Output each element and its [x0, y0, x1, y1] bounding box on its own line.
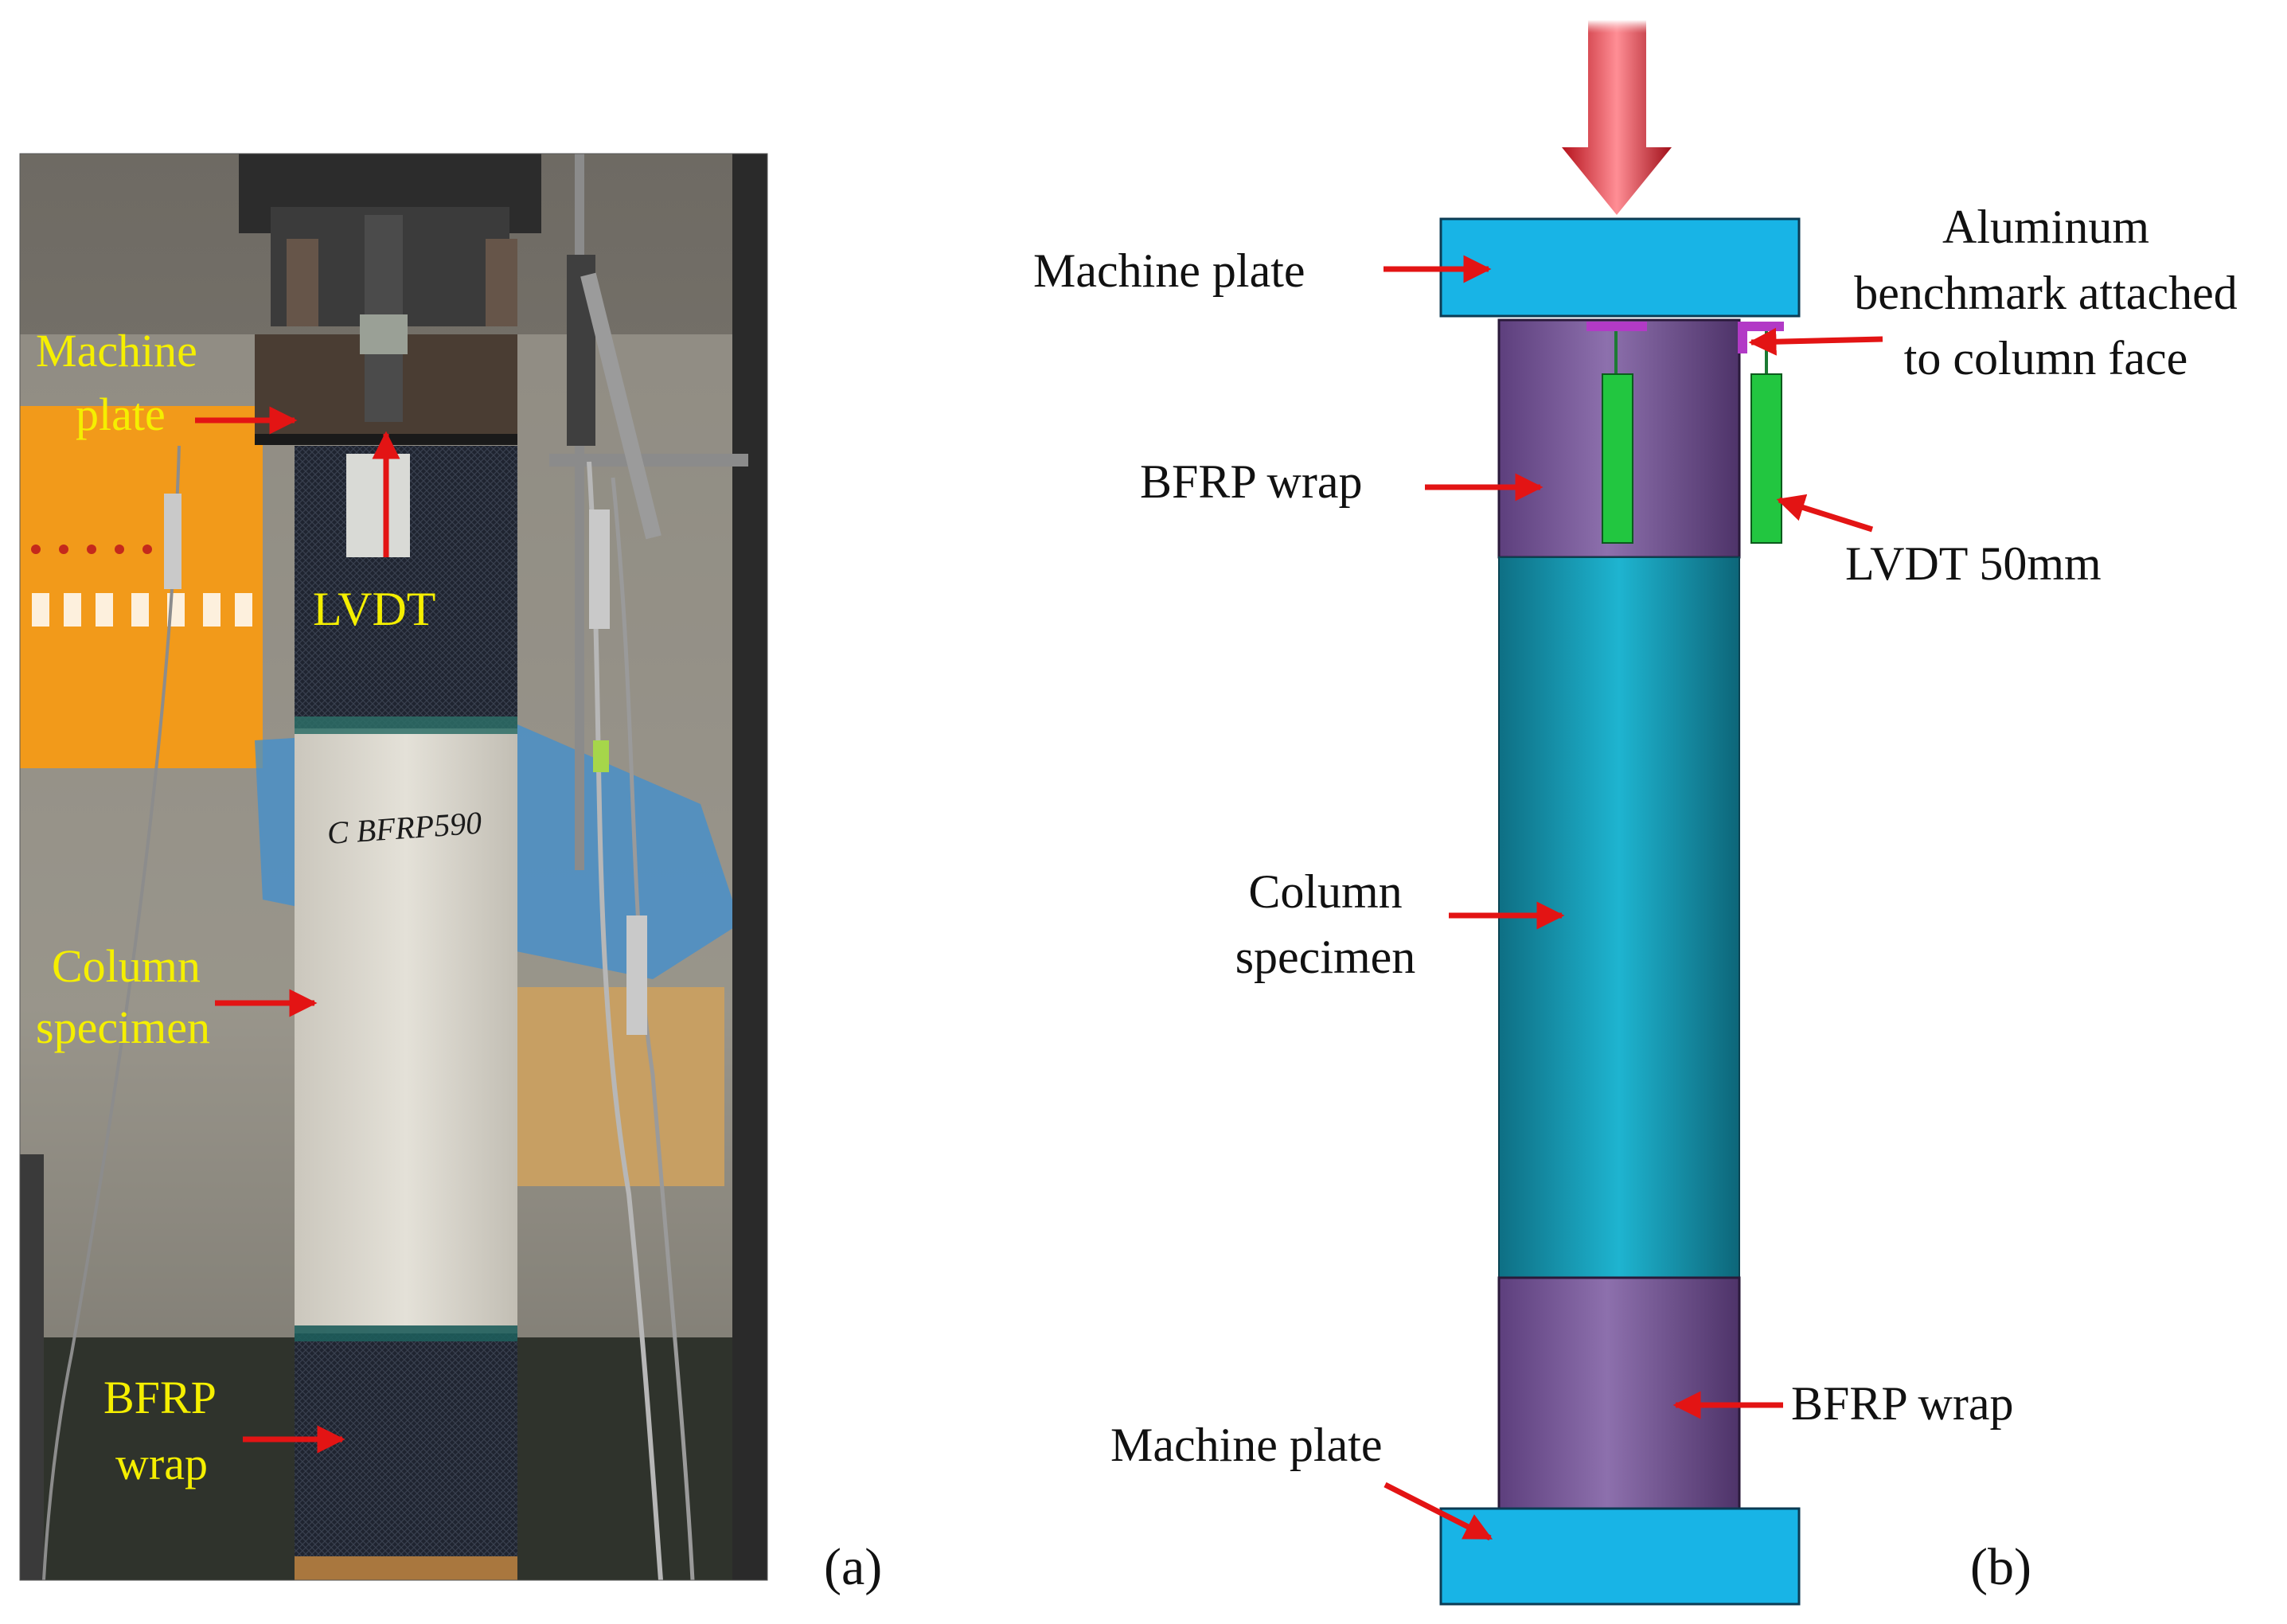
lvdt-inner-body — [1602, 373, 1633, 544]
panel-b-schematic — [1439, 20, 1801, 1606]
panel-a-arrows — [195, 406, 400, 1454]
arrow-lvdt-50mm — [1776, 494, 1874, 533]
photo-label-column-2: specimen — [36, 1001, 210, 1053]
photo-label-bfrp-1: BFRP — [103, 1372, 217, 1423]
orange-control-panel — [20, 406, 263, 768]
cable-1 — [587, 461, 663, 1580]
machine-plate-bottom — [1439, 1507, 1801, 1606]
label-bfrp-bottom: BFRP wrap — [1791, 1377, 2014, 1430]
specimen-bottom-wrap — [295, 1333, 517, 1560]
label-aluminum-1: Aluminum — [1942, 201, 2149, 253]
photo-label-bfrp-2: wrap — [115, 1438, 208, 1489]
cable-3 — [42, 445, 181, 1580]
cable-connector-2 — [626, 915, 647, 1035]
label-aluminum-2: benchmark attached — [1854, 267, 2237, 319]
specimen-concrete — [295, 728, 517, 1333]
lvdt-benchmark-photo — [346, 454, 410, 557]
photo-label-machine-plate-2: plate — [76, 388, 166, 440]
arrow-machine-plate-bottom — [1384, 1482, 1493, 1541]
spring-left — [287, 239, 318, 326]
arrow-aluminum — [1748, 327, 1883, 356]
label-machine-plate-top: Machine plate — [1033, 244, 1305, 297]
machine-frame-left — [20, 1154, 44, 1580]
cable-2 — [611, 477, 695, 1580]
label-column-1: Column — [1248, 865, 1402, 918]
panel-b-arrows — [1384, 255, 1883, 1541]
spring-right — [486, 239, 517, 326]
panel-b-annotations: Machine plate Aluminum benchmark attache… — [1033, 201, 2238, 1471]
cable-connector-3 — [164, 494, 181, 589]
label-machine-plate-bottom: Machine plate — [1110, 1419, 1383, 1471]
panel-a-annotations: Machine plate LVDT Column specimen BFRP … — [36, 325, 435, 1489]
cardboard-box — [509, 987, 724, 1186]
photo-label-column-1: Column — [52, 940, 201, 992]
aluminum-benchmark-outer-tab — [1738, 322, 1747, 353]
lvdt-outer-body — [1750, 373, 1782, 544]
load-arrow — [1562, 20, 1672, 215]
machine-frame-right — [732, 154, 767, 1580]
cable-connector-1 — [589, 509, 610, 629]
aluminum-benchmark-inner — [1586, 322, 1647, 331]
label-aluminum-3: to column face — [1904, 332, 2188, 385]
panel-b-label: (b) — [1970, 1538, 2031, 1596]
machine-plate-top — [1439, 217, 1801, 318]
label-bfrp-top: BFRP wrap — [1140, 455, 1363, 508]
green-tag — [593, 740, 609, 772]
photo-label-machine-plate-1: Machine — [36, 325, 197, 377]
specimen-base — [295, 1556, 517, 1580]
label-column-2: specimen — [1235, 931, 1416, 983]
control-panel-switches — [32, 593, 252, 627]
label-lvdt-50mm: LVDT 50mm — [1845, 537, 2102, 590]
side-arm — [580, 272, 662, 540]
clamp-rod — [549, 454, 748, 467]
panel-a-photo: C BFRP590 — [20, 154, 767, 1580]
photo-border — [19, 153, 768, 1581]
photo-label-lvdt: LVDT — [313, 583, 435, 635]
panel-a-label: (a) — [824, 1538, 882, 1596]
bfrp-wrap-bottom — [1497, 1276, 1741, 1510]
